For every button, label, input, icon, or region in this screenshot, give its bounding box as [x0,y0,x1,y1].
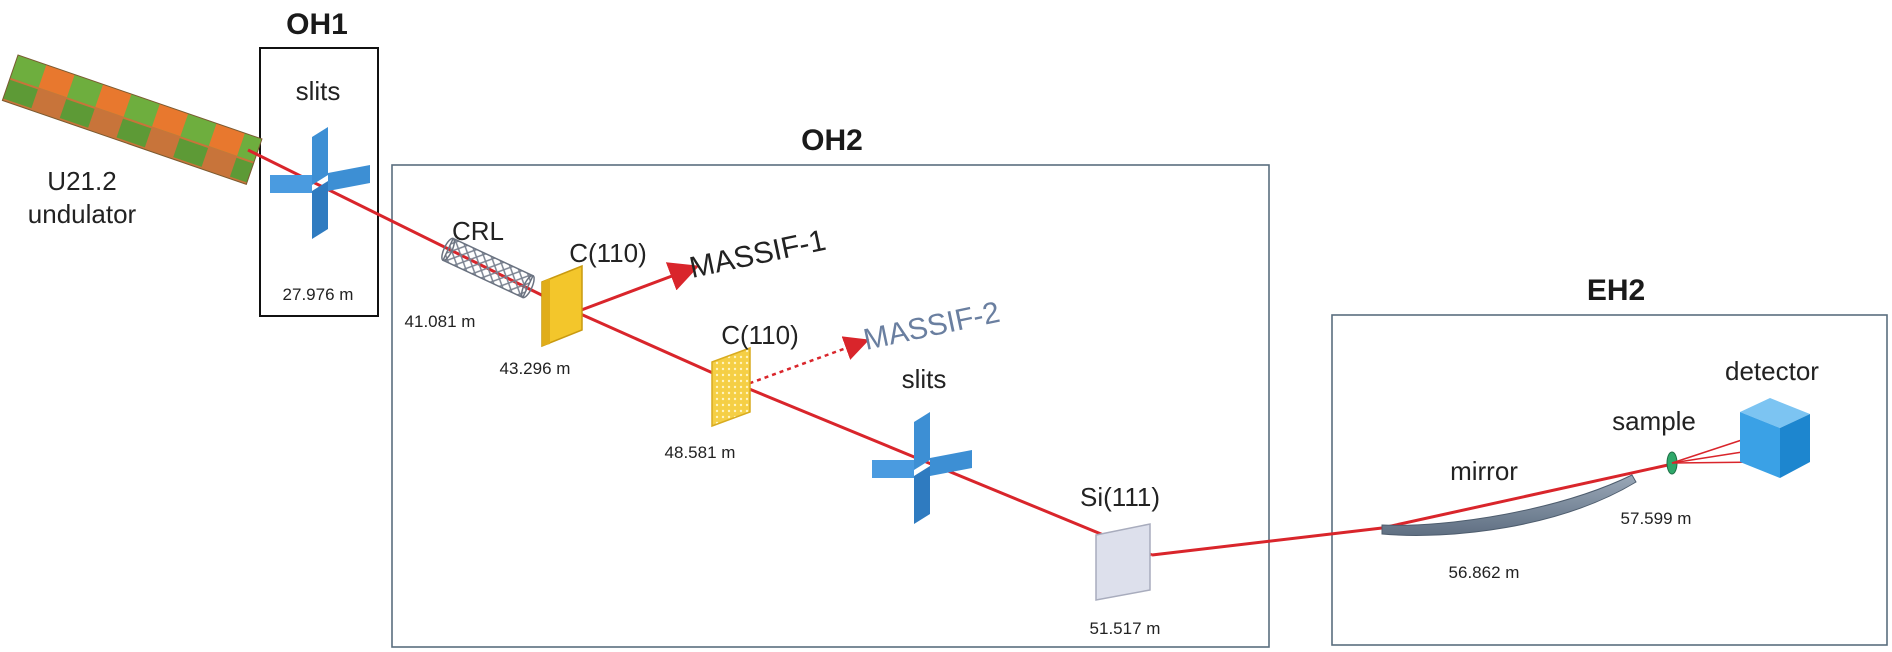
undulator-label-line1: U21.2 [47,166,116,196]
massif-2-beam [741,336,870,388]
undulator-icon [1,54,263,186]
crl-icon [441,237,535,299]
si111-label: Si(111) [1080,482,1160,512]
oh2-label: OH2 [801,124,863,157]
beam-path [247,148,1669,557]
crystal-1-position: 43.296 m [500,359,571,378]
crl-position: 41.081 m [405,312,476,331]
oh2-box [391,164,1270,648]
slits-2-icon [872,412,972,524]
massif-2-label: MASSIF-2 [861,296,1003,357]
mirror-label: mirror [1450,456,1518,486]
detector-icon [1740,398,1810,478]
slits-1-label: slits [296,76,341,106]
crystal-2-position: 48.581 m [665,443,736,462]
detector-label: detector [1725,356,1819,386]
sample-position: 57.599 m [1621,509,1692,528]
si111-position: 51.517 m [1090,619,1161,638]
slits-1-icon [270,127,370,239]
crystal-2-icon [711,346,751,428]
slits-1-position: 27.976 m [283,285,354,304]
oh1-label: OH1 [286,8,348,41]
si111-icon [1095,523,1151,601]
mirror-position: 56.862 m [1449,563,1520,582]
eh2-label: EH2 [1587,274,1645,307]
crystal-1-label: C(110) [569,238,647,268]
undulator-label-line2: undulator [28,199,137,229]
sample-label: sample [1612,406,1696,436]
massif-1-beam [575,262,700,314]
oh1-box [259,47,379,317]
slits-2-label: slits [902,364,947,394]
crystal-1-icon [541,264,583,348]
mirror-icon [1381,474,1637,536]
crl-label: CRL [452,216,504,246]
crystal-2-label: C(110) [721,320,799,350]
massif-1-label: MASSIF-1 [687,224,829,285]
eh2-box [1331,314,1888,646]
